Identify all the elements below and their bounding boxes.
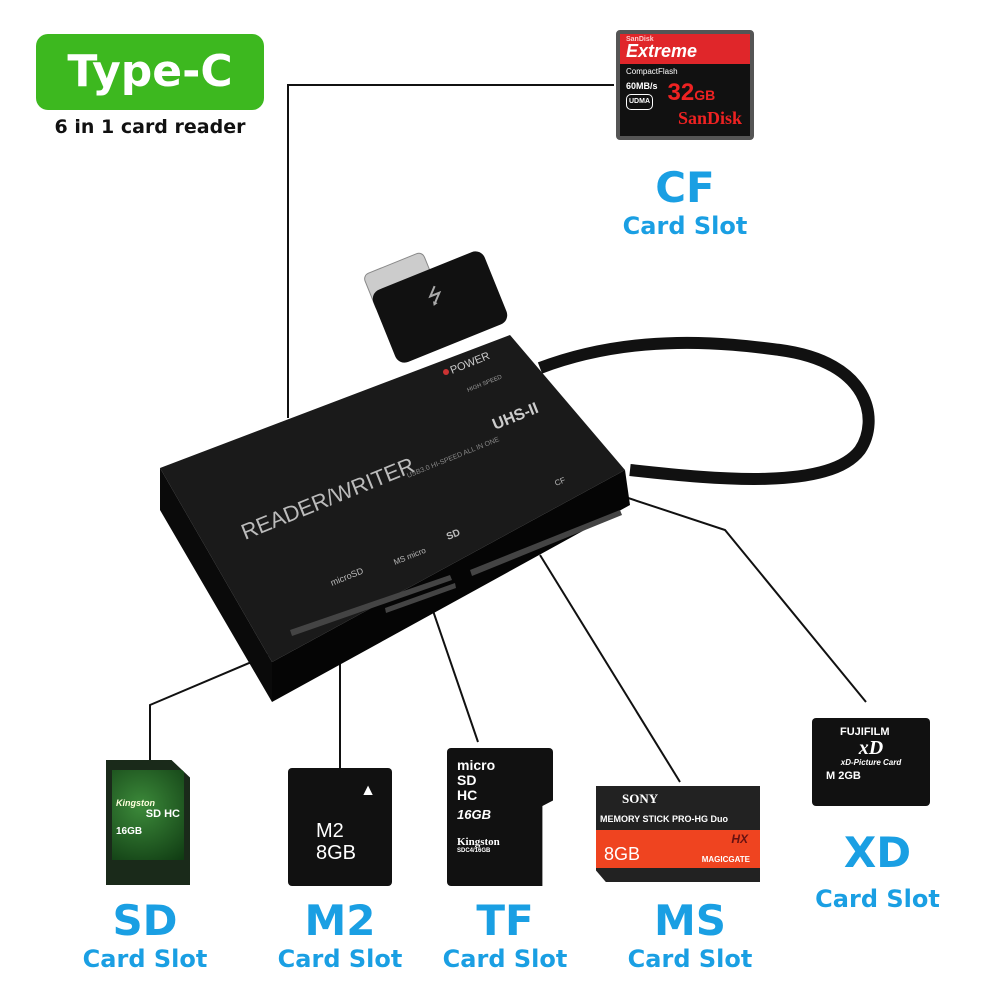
tf-card: micro SD HC 16GB Kingston SDC4/16GB [447,748,553,886]
card-text: SanDisk [626,36,654,43]
card-text: SONY [622,791,659,806]
card-text: Kingston [457,836,500,848]
card-text: MS [653,896,727,945]
xd-leader-line [609,491,867,703]
card-text: TF [476,896,534,945]
leader-lines [149,84,867,783]
card-text: M2 [304,896,376,945]
card-text: 32 [667,79,695,106]
card-text: SDC4/16GB [457,848,491,854]
tf-leader-line [429,601,479,743]
card-text: 8GB [316,842,357,864]
card-text: 8GB [604,844,641,864]
subtitle: 6 in 1 card reader [54,116,246,138]
xd-card: FUJIFILM xD xD-Picture Card M 2GB [812,718,930,806]
card-text: Card Slot [82,945,208,973]
card-text: 16GB [457,807,491,822]
power-led [443,369,449,375]
card-text: CompactFlash [626,67,678,76]
ms-leader-line [539,554,681,783]
card-text: SanDisk [677,108,742,128]
ms-card: SONY MEMORY STICK PRO-HG Duo HX 8GB MAGI… [596,786,760,882]
card-text: micro SD HC [457,757,496,803]
triangle-icon: ▲ [360,782,376,799]
card-text: HX [731,832,748,846]
sd-leader-line [149,654,269,762]
slot-label-sd: SD [445,527,462,542]
slot-label-cf: CF [553,475,566,487]
card-text: Card Slot [622,212,748,240]
card-text: M2 [316,820,344,842]
card-text: MAGICGATE [701,855,750,864]
card-text: Card Slot [277,945,403,973]
cable [537,336,875,485]
card-text: CF [655,163,715,212]
usb-c-plug: ⭍ [364,251,508,363]
card-text: XD [843,828,912,877]
type-c-badge: Type-C [36,34,264,110]
card-text: GB [694,87,716,103]
card-text: xD-Picture Card [840,758,902,767]
card-text: Card Slot [627,945,753,973]
card-text: SD [112,896,178,945]
card-text: Card Slot [815,885,940,913]
sd-card: Kingston SD HC 16GB [106,760,190,885]
slots [290,510,622,636]
card-text: MEMORY STICK PRO-HG Duo [600,814,728,824]
card-text: M 2GB [826,770,861,782]
card-text: SD HC [145,808,180,820]
card-text: xD [858,737,884,759]
cf-leader-line [287,84,614,418]
card-text: Card Slot [442,945,568,973]
usb-icon: ⭍ [424,283,448,310]
card-text: UDMA [626,94,653,110]
card-text: 16GB [116,826,143,837]
card-text: Kingston [116,798,155,808]
card-text: Extreme [626,41,698,61]
card-text: 60MB/s [626,81,658,91]
card-text: FUJIFILM [840,726,890,738]
xd-slot-label: XD Card Slot [800,830,955,914]
reader-top [160,335,625,662]
